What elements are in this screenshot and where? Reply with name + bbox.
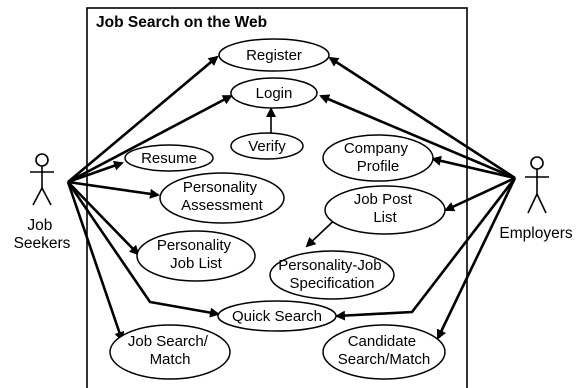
use-case-personality-job-list-label: Personality Job List <box>157 237 235 272</box>
use-case-verify: Verify <box>230 132 304 160</box>
employers-associations <box>319 56 517 340</box>
assoc-employer-candidate-search <box>436 177 517 340</box>
actor-employers: Employers <box>499 156 573 242</box>
use-case-personality-assessment: Personality Assessment <box>159 172 285 224</box>
use-case-personality-job-specification-label: Personality-Job Specification <box>278 257 386 292</box>
use-case-login-label: Login <box>256 85 293 102</box>
use-case-register: Register <box>218 38 330 72</box>
use-case-personality-job-specification: Personality-Job Specification <box>269 250 395 300</box>
use-case-job-post-list: Job Post List <box>324 185 446 235</box>
job-seekers-associations <box>66 55 233 342</box>
use-case-company-profile-label: Company Profile <box>344 140 412 175</box>
assoc-seeker-job-search-match <box>66 181 125 342</box>
use-case-candidate-search-match: Candidate Search/Match <box>322 324 446 380</box>
use-case-verify-label: Verify <box>248 138 286 155</box>
actor-job-seekers-label: Job Seekers <box>14 217 71 252</box>
use-case-register-label: Register <box>246 47 302 64</box>
employers-stick-figure <box>525 156 549 214</box>
use-case-job-search-match: Job Search/ Match <box>109 324 231 380</box>
assoc-employer-job-post-list <box>444 176 516 212</box>
use-case-company-profile: Company Profile <box>322 134 434 182</box>
assoc-seeker-login <box>67 94 233 184</box>
use-case-job-post-list-label: Job Post List <box>354 191 417 226</box>
actor-employers-label: Employers <box>499 225 572 242</box>
assoc-employer-login <box>319 94 516 180</box>
use-case-quick-search-label: Quick Search <box>232 308 322 325</box>
assoc-employer-quick-search <box>335 177 517 321</box>
use-case-login: Login <box>230 77 318 109</box>
assoc-seeker-personality-job-list <box>67 181 140 256</box>
assoc-seeker-quick-search <box>66 181 220 318</box>
use-case-personality-job-list: Personality Job List <box>136 230 256 282</box>
use-case-candidate-search-match-label: Candidate Search/Match <box>338 333 431 368</box>
use-case-quick-search: Quick Search <box>217 300 337 332</box>
assoc-employer-register <box>328 56 516 180</box>
system-title: Job Search on the Web <box>96 14 267 31</box>
use-case-resume: Resume <box>124 144 214 172</box>
assoc-seeker-register <box>67 55 219 183</box>
job-seekers-stick-figure <box>30 153 54 206</box>
use-case-personality-assessment-label: Personality Assessment <box>181 179 264 214</box>
assoc-seeker-assessment <box>67 180 160 199</box>
actor-job-seekers: Job Seekers <box>14 153 71 252</box>
use-case-job-search-match-label: Job Search/ Match <box>128 333 212 368</box>
assoc-seeker-resume <box>67 160 124 184</box>
use-case-resume-label: Resume <box>141 150 197 167</box>
assoc-employer-company-profile <box>431 155 516 180</box>
